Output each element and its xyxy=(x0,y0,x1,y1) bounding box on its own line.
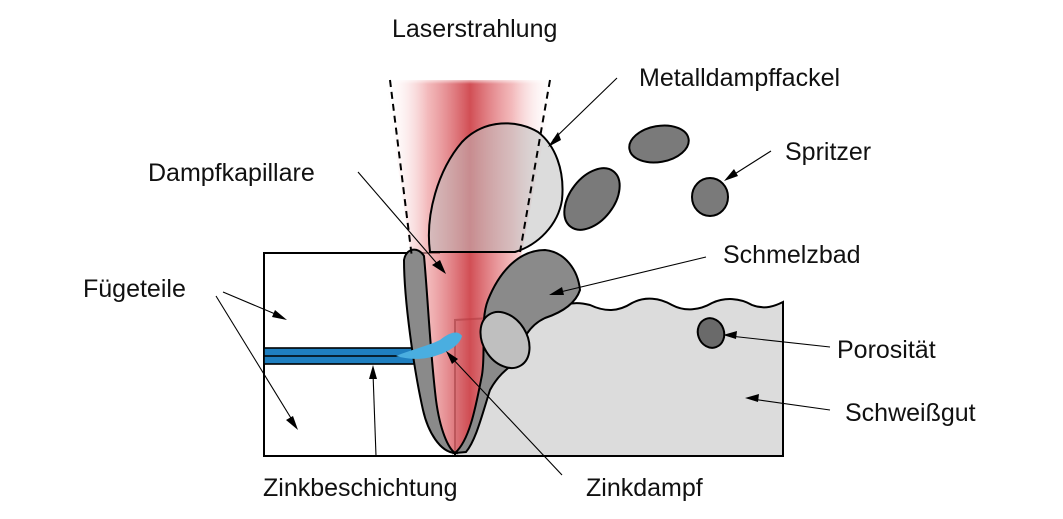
zinc-vapor xyxy=(396,332,462,359)
porosity-pore xyxy=(696,317,726,349)
label-spatter: Spritzer xyxy=(785,138,871,166)
label-laser-radiation: Laserstrahlung xyxy=(392,15,557,43)
melt-bubble xyxy=(479,311,531,369)
joined-part-lower xyxy=(264,365,442,456)
label-zinc-coating: Zinkbeschichtung xyxy=(263,474,458,502)
label-vapor-capillary: Dampfkapillare xyxy=(148,159,315,187)
label-weld-metal: Schweißgut xyxy=(845,399,976,427)
label-metal-vapor-plume: Metalldampffackel xyxy=(639,64,840,92)
spatter-3 xyxy=(691,177,729,217)
spatter-2 xyxy=(628,124,690,164)
label-melt-pool: Schmelzbad xyxy=(723,241,861,269)
metal-vapor-plume xyxy=(427,122,564,253)
leader-lines xyxy=(215,77,831,476)
spatter-1 xyxy=(563,167,621,231)
label-joined-parts: Fügeteile xyxy=(83,275,186,303)
beam-edge-right xyxy=(519,79,551,253)
label-porosity: Porosität xyxy=(837,336,936,364)
label-zinc-vapor: Zinkdampf xyxy=(586,474,703,502)
beam-edge-left xyxy=(389,79,413,259)
